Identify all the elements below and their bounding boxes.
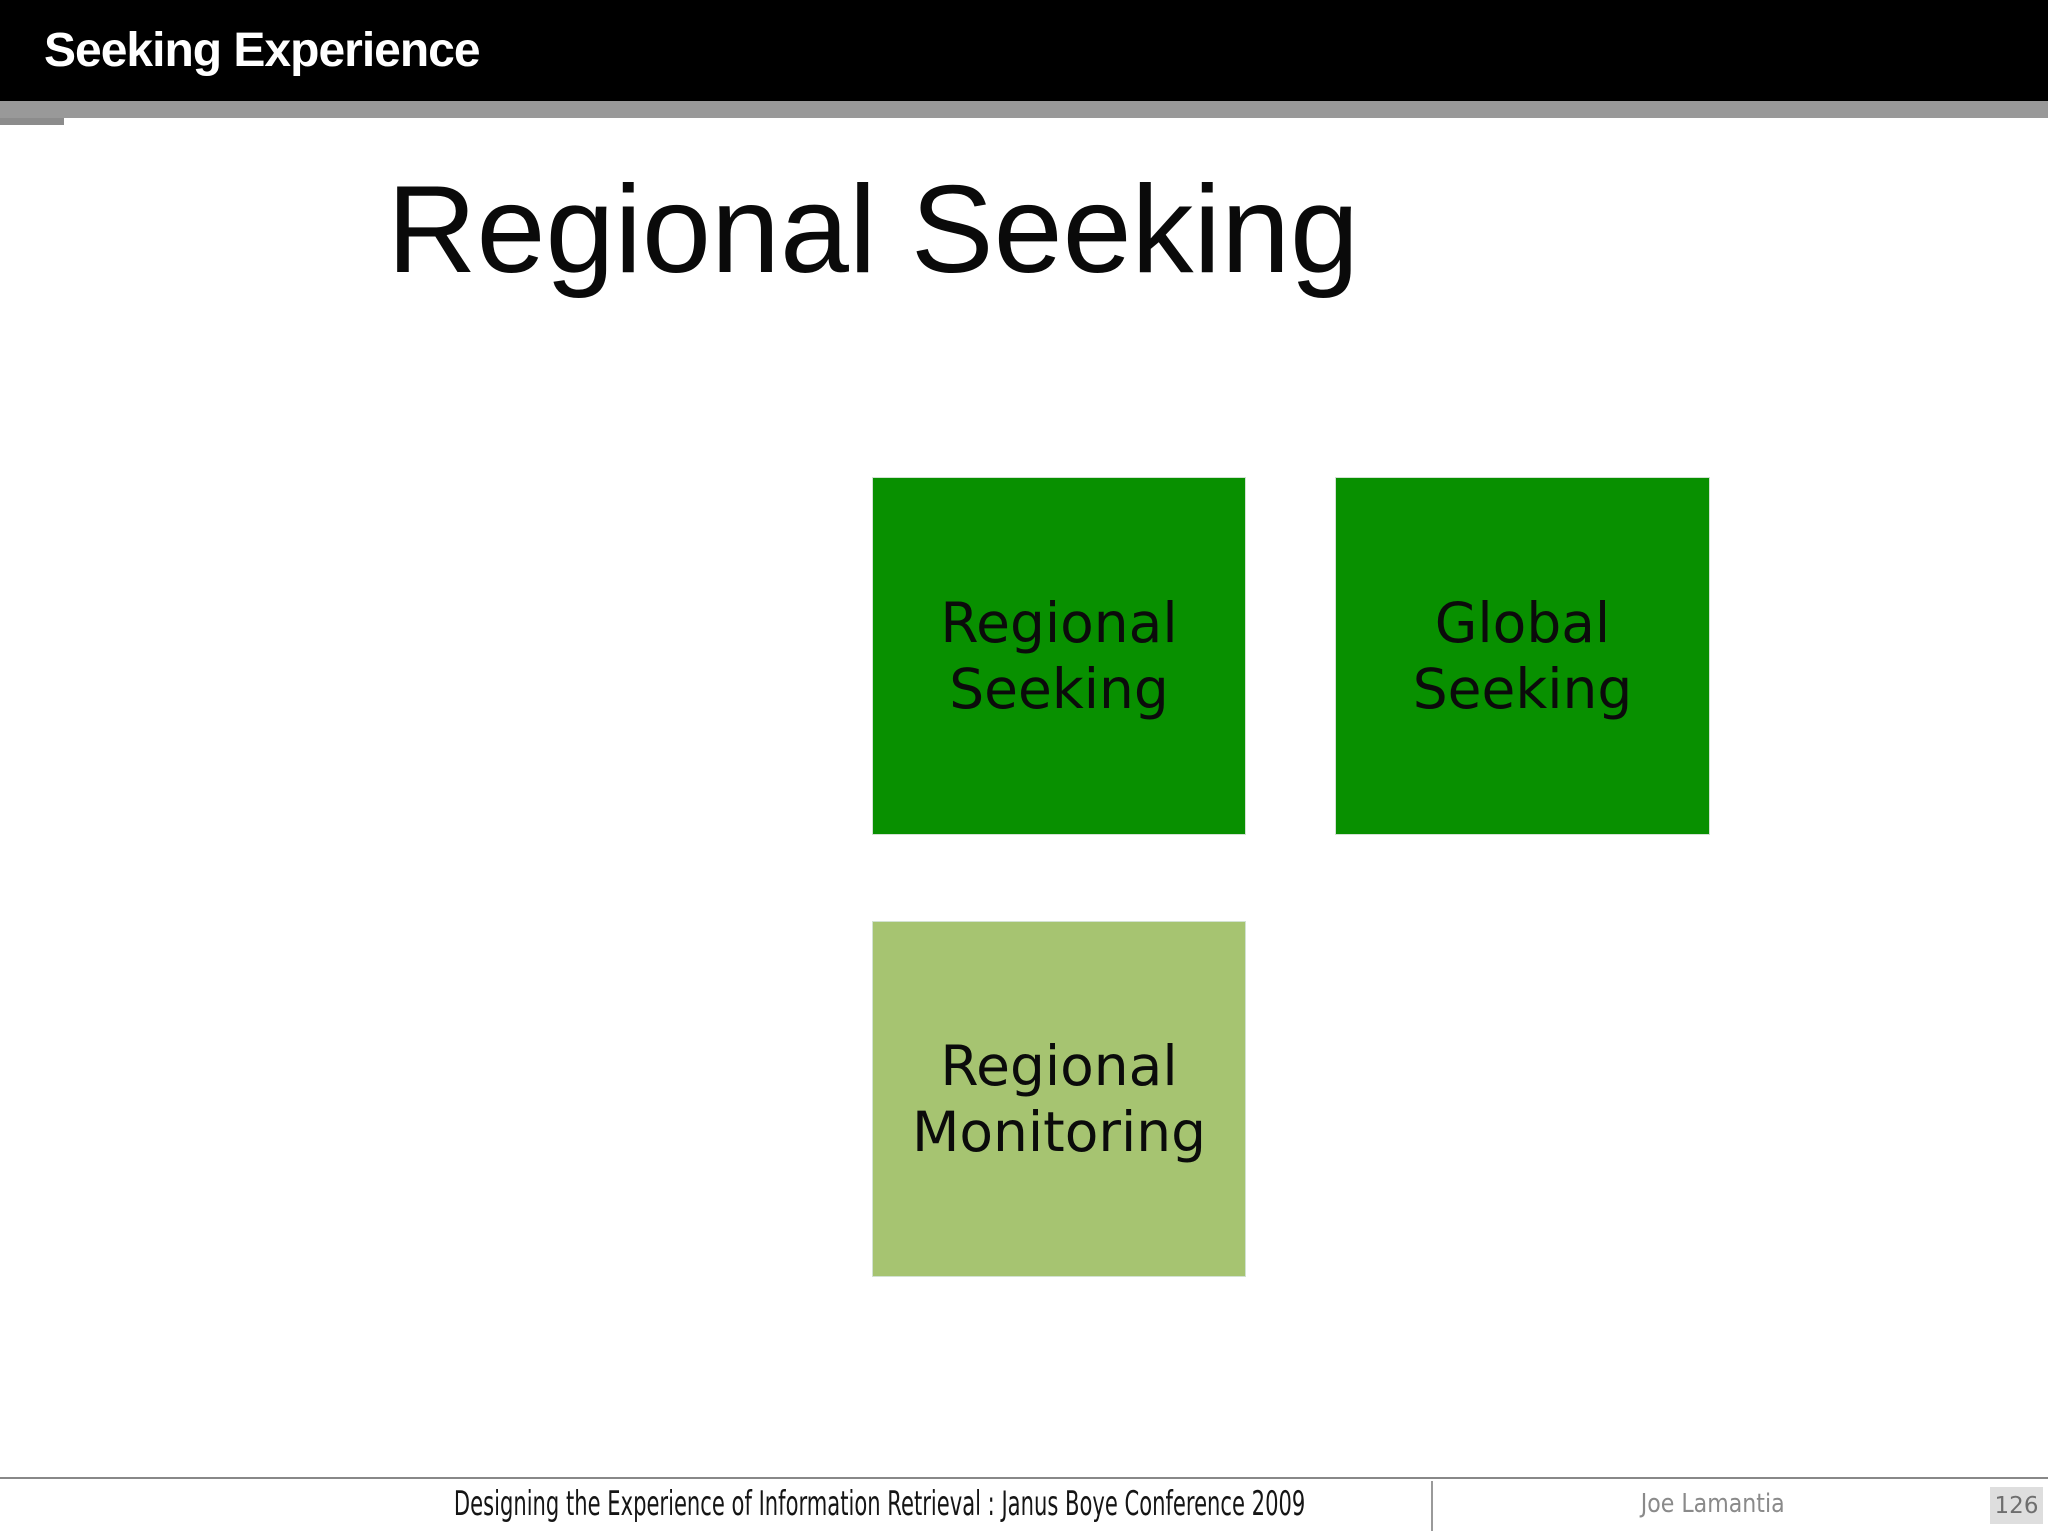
box-label-line1: Regional bbox=[940, 591, 1178, 655]
box-global-seeking: Global Seeking bbox=[1335, 477, 1710, 835]
page-number: 126 bbox=[1994, 1492, 2039, 1519]
header-strip-accent bbox=[0, 118, 64, 125]
box-regional-seeking: Regional Seeking bbox=[872, 477, 1246, 835]
footer-conference-text: Designing the Experience of Information … bbox=[0, 1484, 1760, 1524]
box-label-line1: Global bbox=[1434, 591, 1611, 655]
footer-divider bbox=[1431, 1481, 1433, 1531]
header-strip bbox=[0, 101, 2048, 118]
footer-author: Joe Lamantia bbox=[1431, 1488, 1995, 1520]
box-label-line2: Monitoring bbox=[911, 1100, 1207, 1164]
box-label: Regional Monitoring bbox=[912, 1033, 1206, 1165]
box-label: Regional Seeking bbox=[940, 590, 1177, 722]
footer-rule bbox=[0, 1477, 2048, 1479]
footer-author-label: Joe Lamantia bbox=[1641, 1489, 1785, 1519]
box-label-line1: Regional bbox=[940, 1034, 1178, 1098]
footer-conference-text-label: Designing the Experience of Information … bbox=[454, 1484, 1306, 1524]
page-number-badge: 126 bbox=[1990, 1487, 2043, 1524]
box-regional-monitoring: Regional Monitoring bbox=[872, 921, 1246, 1277]
slide-header: Seeking Experience bbox=[0, 0, 2048, 101]
slide-title: Regional Seeking bbox=[387, 161, 1360, 299]
box-label-line2: Seeking bbox=[949, 657, 1169, 721]
header-title: Seeking Experience bbox=[44, 24, 481, 77]
box-label: Global Seeking bbox=[1413, 590, 1633, 722]
box-label-line2: Seeking bbox=[1412, 657, 1633, 721]
